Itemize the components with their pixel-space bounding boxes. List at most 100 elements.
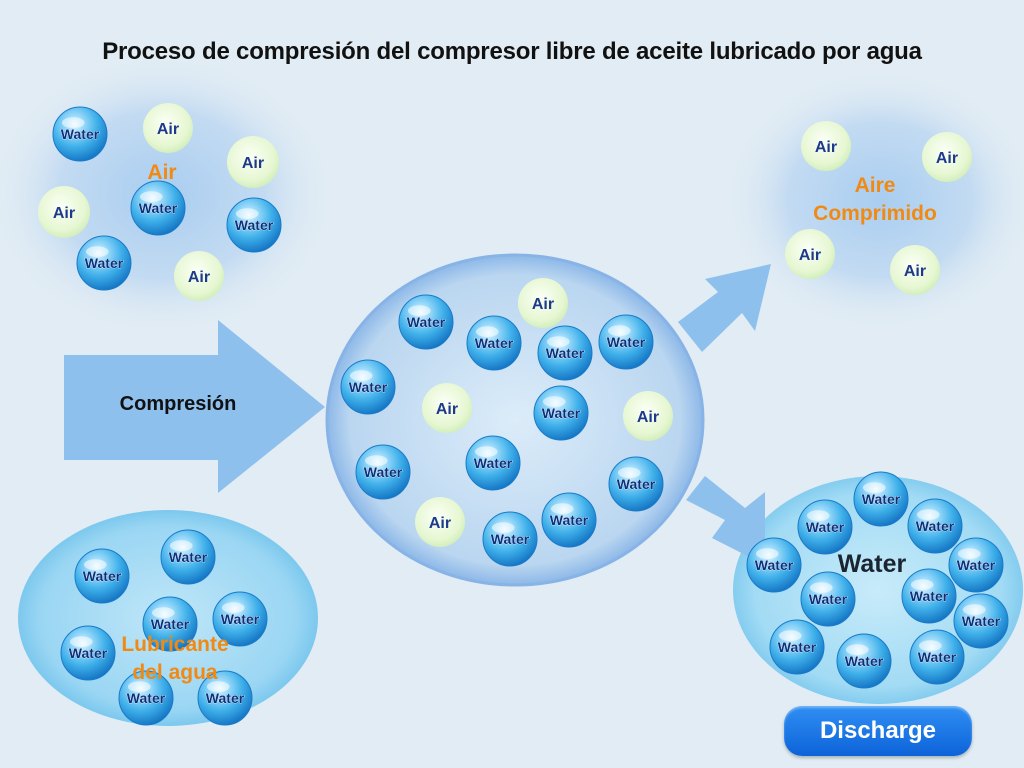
water-bubble-label: Water xyxy=(916,518,955,534)
air-bubble-shape xyxy=(801,121,851,171)
air-molecule-compressed-air-9: Air xyxy=(922,132,972,182)
water-bubble-label: Water xyxy=(910,588,949,604)
water-bubble-label: Water xyxy=(546,345,585,361)
air-molecule-chamber-12: Air xyxy=(518,278,568,328)
water-molecule-chamber-26: Water xyxy=(482,511,538,567)
air-bubble-label: Air xyxy=(532,296,554,313)
air-bubble-shape xyxy=(922,132,972,182)
bubble-highlight xyxy=(85,246,109,258)
bubble-highlight xyxy=(491,522,515,534)
water-molecule-lubricant-water-32: Water xyxy=(118,670,174,726)
bubble-highlight xyxy=(809,582,833,594)
water-bubble-label: Water xyxy=(607,334,646,350)
water-bubble-label: Water xyxy=(349,379,388,395)
water-molecule-discharge-water-43: Water xyxy=(836,633,892,689)
air-bubble-label: Air xyxy=(157,121,179,138)
air-bubble-label: Air xyxy=(637,409,659,426)
water-molecule-discharge-water-37: Water xyxy=(746,537,802,593)
bubble-highlight xyxy=(169,540,193,552)
water-bubble-label: Water xyxy=(862,491,901,507)
air-molecule-inlet-air-2: Air xyxy=(227,136,279,188)
water-bubble-label: Water xyxy=(617,476,656,492)
bubble-highlight xyxy=(845,644,869,656)
water-outlet-arrow xyxy=(686,476,765,565)
water-molecule-inlet-air-4: Water xyxy=(130,180,186,236)
bubble-highlight xyxy=(542,396,566,408)
bubble-highlight xyxy=(151,607,175,619)
water-bubble-label: Water xyxy=(962,613,1001,629)
water-molecule-chamber-21: Water xyxy=(355,444,411,500)
bubble-highlight xyxy=(778,630,802,642)
air-group-label: Air xyxy=(147,161,177,184)
water-molecule-chamber-14: Water xyxy=(466,315,522,371)
water-discharge-label: Water xyxy=(837,550,907,578)
compressed-air-label-line2: Comprimido xyxy=(813,202,937,225)
water-bubble-label: Water xyxy=(61,126,100,142)
air-bubble-shape xyxy=(38,186,90,238)
air-molecule-inlet-air-3: Air xyxy=(38,186,90,238)
water-molecule-lubricant-water-29: Water xyxy=(142,596,198,652)
bubble-highlight xyxy=(916,509,940,521)
water-bubble-label: Water xyxy=(127,690,166,706)
water-bubble-label: Water xyxy=(918,649,957,665)
air-bubble-label: Air xyxy=(242,155,264,172)
water-bubble-label: Water xyxy=(206,690,245,706)
water-molecule-lubricant-water-27: Water xyxy=(160,529,216,585)
air-bubble-shape xyxy=(415,497,465,547)
air-bubble-shape xyxy=(422,383,472,433)
bubble-highlight xyxy=(83,559,107,571)
water-molecule-discharge-water-42: Water xyxy=(769,619,825,675)
water-lubricant-label-line2: del agua xyxy=(132,661,218,684)
water-bubble-label: Water xyxy=(364,464,403,480)
water-bubble-label: Water xyxy=(806,519,845,535)
water-bubble-label: Water xyxy=(475,335,514,351)
water-molecule-inlet-air-6: Water xyxy=(76,235,132,291)
water-molecule-chamber-23: Water xyxy=(608,456,664,512)
water-molecule-chamber-22: Water xyxy=(465,435,521,491)
water-bubble-label: Water xyxy=(83,568,122,584)
water-molecule-discharge-water-34: Water xyxy=(853,471,909,527)
bubble-highlight xyxy=(221,602,245,614)
air-molecule-inlet-air-7: Air xyxy=(174,251,224,301)
bubble-highlight xyxy=(910,579,934,591)
compression-arrow xyxy=(64,320,325,493)
water-bubble-label: Water xyxy=(169,549,208,565)
discharge-button[interactable]: Discharge xyxy=(784,706,972,756)
air-molecule-compressed-air-10: Air xyxy=(785,229,835,279)
water-molecule-inlet-air-5: Water xyxy=(226,197,282,253)
water-bubble-label: Water xyxy=(778,639,817,655)
air-bubble-label: Air xyxy=(429,515,451,532)
water-molecule-chamber-25: Water xyxy=(541,492,597,548)
water-molecule-inlet-air-0: Water xyxy=(52,106,108,162)
bubble-highlight xyxy=(617,467,641,479)
water-molecule-chamber-15: Water xyxy=(537,325,593,381)
water-molecule-discharge-water-35: Water xyxy=(797,499,853,555)
water-lubricant-label-line1: Lubricante xyxy=(121,633,229,656)
air-bubble-shape xyxy=(785,229,835,279)
water-molecule-lubricant-water-28: Water xyxy=(74,548,130,604)
air-molecule-chamber-24: Air xyxy=(415,497,465,547)
water-bubble-label: Water xyxy=(809,591,848,607)
compression-label: Compresión xyxy=(119,393,237,415)
water-bubble-label: Water xyxy=(221,611,260,627)
air-bubble-shape xyxy=(890,245,940,295)
water-molecule-discharge-water-38: Water xyxy=(948,537,1004,593)
bubble-highlight xyxy=(546,336,570,348)
air-bubble-shape xyxy=(174,251,224,301)
water-molecule-discharge-water-36: Water xyxy=(907,498,963,554)
air-bubble-shape xyxy=(143,103,193,153)
water-bubble-label: Water xyxy=(151,616,190,632)
air-molecule-compressed-air-8: Air xyxy=(801,121,851,171)
bubble-highlight xyxy=(69,636,93,648)
bubble-highlight xyxy=(127,681,151,693)
bubble-highlight xyxy=(962,604,986,616)
bubble-highlight xyxy=(407,305,431,317)
bubble-highlight xyxy=(364,455,388,467)
air-bubble-label: Air xyxy=(188,269,210,286)
compressed-air-outlet-arrow xyxy=(678,264,771,352)
water-molecule-chamber-19: Water xyxy=(533,385,589,441)
air-bubble-shape xyxy=(623,391,673,441)
page-title: Proceso de compresión del compresor libr… xyxy=(102,38,922,65)
bubble-highlight xyxy=(61,117,85,129)
